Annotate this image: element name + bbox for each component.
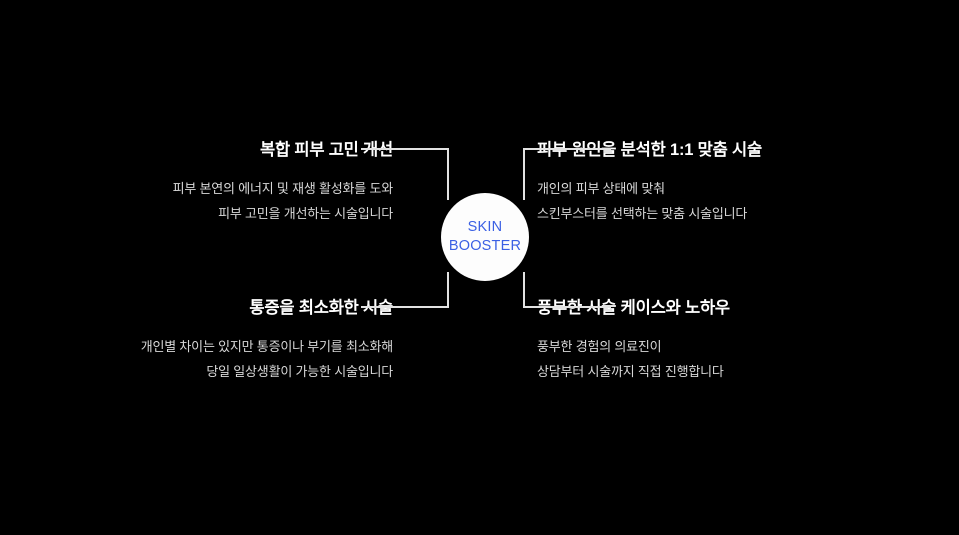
feature-body-top-right: 개인의 피부 상태에 맞춰 스킨부스터를 선택하는 맞춤 시술입니다 [537,176,837,226]
connector-bottom-right-vertical [523,272,525,308]
connector-bottom-left [361,272,469,308]
feature-heading-top-left: 복합 피부 고민 개선 [260,141,393,159]
feature-body-bottom-left: 개인별 차이는 있지만 통증이나 부기를 최소화해 당일 일상생활이 가능한 시… [93,334,393,384]
feature-body-line: 피부 고민을 개선하는 시술입니다 [218,206,393,221]
hub-label-line-2: BOOSTER [448,238,522,254]
feature-block-bottom-left: 통증을 최소화한 시술 개인별 차이는 있지만 통증이나 부기를 최소화해 당일… [93,298,393,384]
connector-bottom-right [501,272,611,308]
feature-heading-top-right: 피부 원인을 분석한 1:1 맞춤 시술 [537,141,762,159]
feature-block-top-right: 피부 원인을 분석한 1:1 맞춤 시술 개인의 피부 상태에 맞춰 스킨부스터… [537,140,837,226]
connector-top-right [501,148,611,200]
feature-block-bottom-right: 풍부한 시술 케이스와 노하우 풍부한 경험의 의료진이 상담부터 시술까지 직… [537,298,837,384]
feature-body-line: 개인별 차이는 있지만 통증이나 부기를 최소화해 [140,339,393,354]
connector-top-left-horizontal [361,148,449,150]
feature-block-top-left: 복합 피부 고민 개선 피부 본연의 에너지 및 재생 활성화를 도와 피부 고… [93,140,394,226]
feature-body-bottom-right: 풍부한 경험의 의료진이 상담부터 시술까지 직접 진행합니다 [537,334,837,384]
feature-body-line: 상담부터 시술까지 직접 진행합니다 [537,364,724,379]
feature-body-line: 풍부한 경험의 의료진이 [537,339,662,354]
hub-label-line-1: SKIN [467,219,503,235]
feature-body-line: 피부 본연의 에너지 및 재생 활성화를 도와 [172,181,394,196]
connector-bottom-right-horizontal [523,306,611,308]
feature-body-top-left: 피부 본연의 에너지 및 재생 활성화를 도와 피부 고민을 개선하는 시술입니… [93,176,394,226]
feature-body-line: 개인의 피부 상태에 맞춰 [537,181,665,196]
connector-top-left [361,148,469,200]
connector-top-left-vertical [447,148,449,200]
connector-bottom-left-horizontal [361,306,449,308]
connector-top-right-horizontal [523,148,611,150]
feature-heading-bottom-left: 통증을 최소화한 시술 [249,299,393,317]
feature-heading-bottom-right: 풍부한 시술 케이스와 노하우 [537,299,730,317]
connector-bottom-left-vertical [447,272,449,308]
connector-top-right-vertical [523,148,525,200]
feature-body-line: 스킨부스터를 선택하는 맞춤 시술입니다 [537,206,748,221]
skin-booster-hub: SKIN BOOSTER [441,193,529,281]
feature-body-line: 당일 일상생활이 가능한 시술입니다 [206,364,393,379]
